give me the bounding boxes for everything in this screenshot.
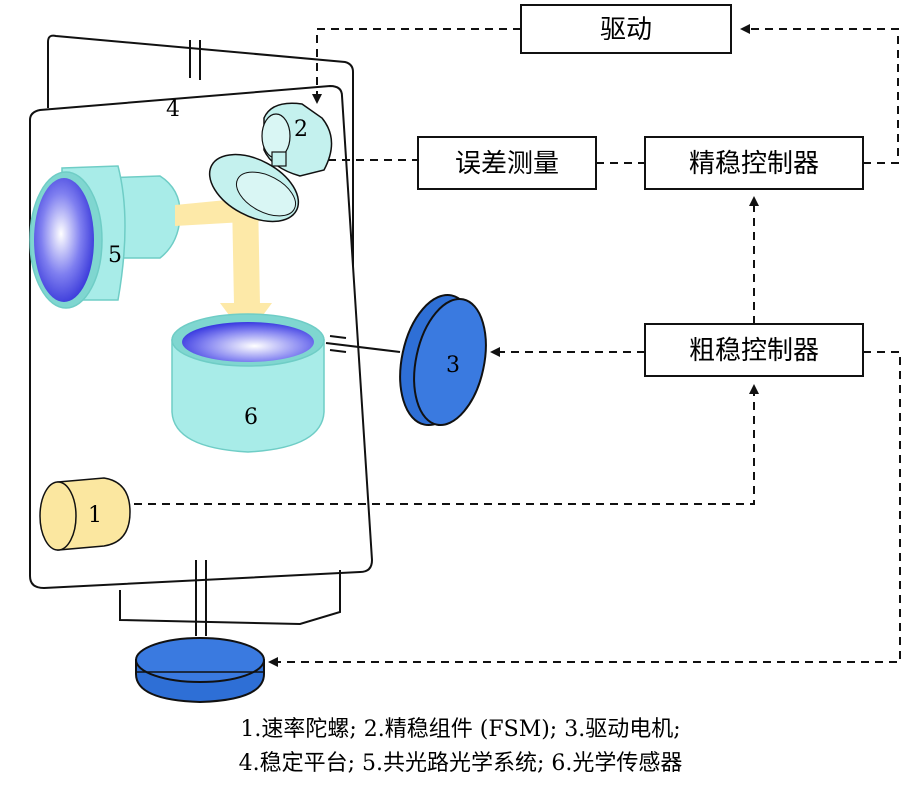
svg-text:误差测量: 误差测量: [455, 149, 559, 179]
label-optics: 5: [108, 243, 122, 268]
svg-text:粗稳控制器: 粗稳控制器: [689, 336, 819, 366]
error-measure-box: 误差测量: [417, 136, 597, 190]
top-shaft: [189, 40, 201, 80]
optical-sensor: [171, 313, 325, 453]
label-platform: 4: [166, 97, 180, 122]
caption-line-1: 1.速率陀螺; 2.精稳组件 (FSM); 3.驱动电机;: [240, 717, 681, 742]
base-drive-disk: [135, 637, 265, 704]
label-sensor: 6: [244, 405, 258, 430]
fine-to-drive-line: [740, 24, 899, 164]
coarse-controller-box: 粗稳控制器: [644, 323, 864, 377]
coarse-to-base-line: [268, 351, 901, 667]
svg-text:驱动: 驱动: [600, 15, 652, 45]
label-gyro: 1: [88, 503, 102, 528]
drive-box: 驱动: [520, 4, 732, 54]
gyro-to-coarse-line: [134, 384, 759, 505]
label-motor: 3: [446, 353, 460, 378]
platform-bottom-frame: [119, 570, 341, 626]
drive-to-fsm-line: [312, 28, 521, 104]
common-path-optics: [29, 165, 181, 309]
rate-gyro: [39, 477, 131, 551]
svg-text:精稳控制器: 精稳控制器: [689, 149, 819, 179]
fine-controller-box: 精稳控制器: [644, 136, 864, 190]
caption-line-2: 4.稳定平台; 5.共光路光学系统; 6.光学传感器: [238, 751, 683, 776]
drive-motor: [325, 294, 487, 426]
label-fsm: 2: [294, 117, 308, 142]
fast-steering-mirror: [208, 102, 333, 223]
bottom-shaft: [195, 560, 207, 636]
signal-lines: [134, 24, 901, 667]
